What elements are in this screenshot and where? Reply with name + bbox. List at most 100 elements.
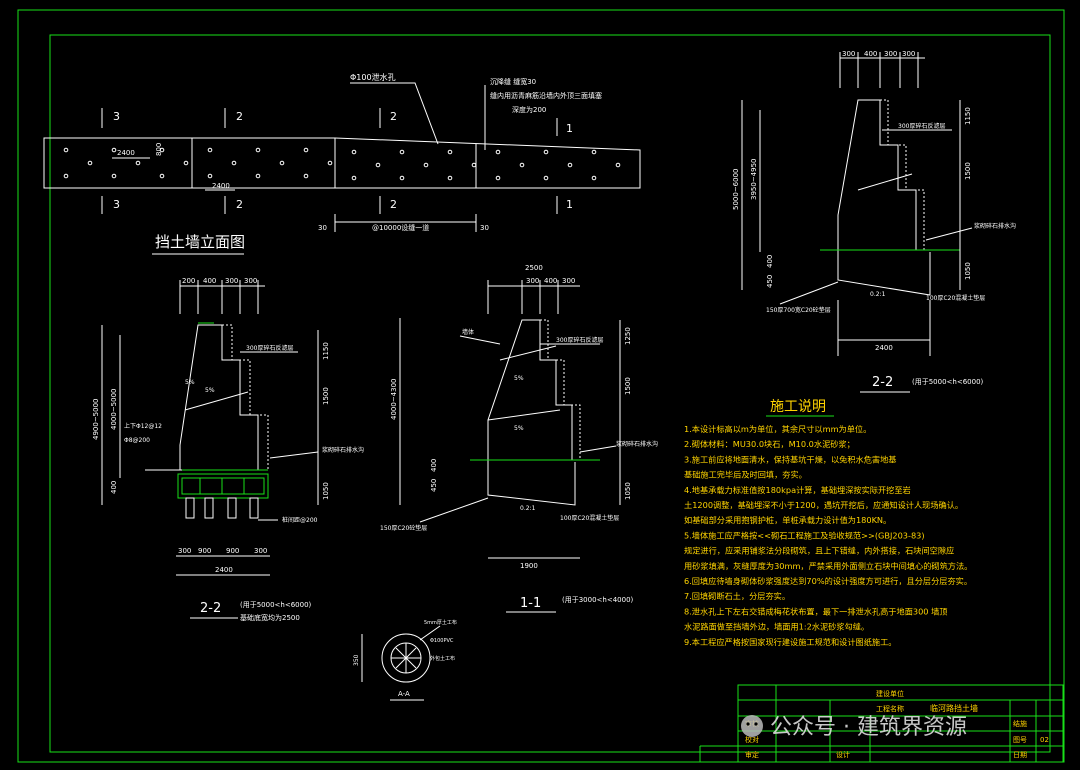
- wechat-logo-icon: [741, 715, 763, 737]
- tb-label: 日期: [1013, 751, 1027, 759]
- dim-text: 2400: [875, 344, 893, 352]
- drain-hole: [255, 173, 261, 179]
- tb-label: 校对: [745, 735, 759, 744]
- joint-note: 沉降缝 缝宽30: [490, 77, 536, 86]
- callout: 150厚700宽C20砼垫层: [766, 306, 831, 314]
- dim-text: 400: [766, 255, 774, 268]
- callout: 墙体: [462, 328, 474, 336]
- dim-text: 350: [353, 654, 360, 666]
- dim-text: 400: [110, 481, 118, 494]
- section-mark: 3: [113, 110, 120, 123]
- note-item: 土1200调整，基础埋深不小于1200，遇坑开挖后，应通知设计人现场确认。: [684, 500, 963, 510]
- dim-text: 300: [244, 277, 257, 285]
- drain-hole: [615, 162, 621, 168]
- ratio-label: 0.2:1: [870, 291, 886, 298]
- callout: 300厚碎石反滤层: [898, 122, 945, 130]
- joint-note: 深度为200: [512, 105, 546, 114]
- dim-text: 900: [198, 547, 211, 555]
- drain-hole: [447, 149, 453, 155]
- tb-label: 结施: [1013, 719, 1027, 728]
- note-item: 8.泄水孔上下左右交错成梅花状布置，最下一排泄水孔高于地面300 墙顶: [684, 606, 947, 616]
- dim-text: 1150: [322, 342, 330, 360]
- section-mark: 1: [566, 122, 573, 135]
- drain-hole: [519, 162, 525, 168]
- section-title: 1-1: [520, 596, 541, 611]
- slope-label: 5%: [185, 379, 195, 386]
- drain-hole: [207, 173, 213, 179]
- watermark: 公众号 · 建筑界资源: [741, 715, 967, 740]
- height-dim: 4000~5000: [110, 389, 118, 431]
- drain-hole: [183, 160, 189, 166]
- section-title: 2-2: [200, 601, 221, 616]
- dim-text: 450: [766, 275, 774, 288]
- dim-text: 2500: [525, 264, 543, 272]
- section-1-1: 2500 300 400 300 5% 5% 0.2:1 4000~4300 4…: [380, 264, 658, 613]
- dim-text: 1250: [624, 327, 632, 345]
- section-2-2-left: 200 400 300 300 5% 5% 4900~5000 4000~500…: [92, 277, 364, 622]
- note-item: 5.墙体施工应严格按<<砌石工程施工及验收规范>>(GBJ203-83): [684, 530, 925, 540]
- joint-spacing-dim: @10000设缝一道: [372, 223, 429, 232]
- drain-hole: [327, 160, 333, 166]
- drain-hole: [495, 149, 501, 155]
- dim-text: 1900: [520, 562, 538, 570]
- drain-hole: [135, 160, 141, 166]
- callout: 300厚碎石反滤层: [556, 336, 603, 344]
- dim-text: 400: [203, 277, 216, 285]
- dim-text: 1500: [964, 162, 972, 180]
- drain-pipe-label: Φ100泄水孔: [350, 72, 396, 82]
- tb-label: 图号: [1013, 736, 1027, 744]
- section-mark: 2: [390, 198, 397, 211]
- dim-text: 1150: [964, 107, 972, 125]
- callout: 100厚C20混凝土垫层: [926, 294, 985, 302]
- drain-hole: [111, 173, 117, 179]
- drain-hole: [303, 173, 309, 179]
- pipe-detail-a-a: 350 5mm厚土工布 Φ100PVC 外包土工布 A-A: [353, 619, 457, 701]
- dim-text: 400: [544, 277, 557, 285]
- drain-hole: [87, 160, 93, 166]
- height-dim: 4000~4300: [390, 379, 398, 421]
- note-item: 6.回填应待墙身砌体砂浆强度达到70%的设计强度方可进行，且分层分层夯实。: [684, 576, 972, 586]
- callout: 外包土工布: [430, 655, 455, 662]
- notes-list: 1.本设计标高以m为单位，其余尺寸以mm为单位。2.砌体材料：MU30.0块石，…: [684, 424, 972, 647]
- dim-text: 800: [155, 143, 163, 156]
- drain-hole: [231, 160, 237, 166]
- dim-text: 450: [430, 479, 438, 492]
- callout: 桩间距@200: [282, 516, 318, 524]
- joint-note: 缝内用沥青麻筋沿墙内外顶三面填塞: [490, 91, 602, 100]
- tb-label: 审定: [745, 750, 759, 759]
- tb-label: 工程名称: [876, 704, 904, 713]
- drain-hole: [375, 162, 381, 168]
- dim-text: 2400: [117, 149, 135, 157]
- drain-hole: [471, 162, 477, 168]
- note-item: 用砂浆填满，灰缝厚度为30mm，严禁采用外面侧立石块中间填心的砌筑方法。: [684, 561, 972, 571]
- callout: 300厚碎石反滤层: [246, 344, 293, 352]
- elevation-title: 挡土墙立面图: [155, 233, 245, 251]
- note-item: 基础施工完毕后及时回填，夯实。: [684, 470, 807, 480]
- drain-hole: [543, 175, 549, 181]
- dim-text: 300: [562, 277, 575, 285]
- dim-text: 1050: [322, 482, 330, 500]
- drain-hole: [591, 175, 597, 181]
- note-item: 4.地基承载力标准值按180kpa计算，基础埋深按实际开挖至岩: [684, 485, 911, 495]
- drain-hole: [447, 175, 453, 181]
- note-item: 规定进行，应采用铺浆法分段砌筑，且上下错缝，内外搭接，石块间空隙应: [684, 546, 954, 556]
- construction-notes: 施工说明 1.本设计标高以m为单位，其余尺寸以mm为单位。2.砌体材料：MU30…: [684, 399, 972, 647]
- dim-text: 1500: [322, 387, 330, 405]
- note-item: 如基础部分采用抱钢护桩，单桩承载力设计值为180KN。: [684, 515, 891, 525]
- tb-label: 设计: [836, 750, 850, 759]
- slope-label: 5%: [514, 425, 524, 432]
- dim-text: 400: [864, 50, 877, 58]
- dim-text: 1050: [624, 482, 632, 500]
- tb-value: 02: [1040, 736, 1049, 744]
- watermark-text: 公众号 · 建筑界资源: [770, 715, 967, 740]
- drain-hole: [567, 162, 573, 168]
- section-mark: 1: [566, 198, 573, 211]
- dim-text: 300: [902, 50, 915, 58]
- dim-text: 300: [842, 50, 855, 58]
- note-item: 9.本工程应严格按国家现行建设施工规范和设计图纸施工。: [684, 637, 897, 647]
- dim-text: 300: [178, 547, 191, 555]
- dim-text: 300: [254, 547, 267, 555]
- dim-text: 900: [226, 547, 239, 555]
- callout: 150厚C20砼垫层: [380, 524, 427, 532]
